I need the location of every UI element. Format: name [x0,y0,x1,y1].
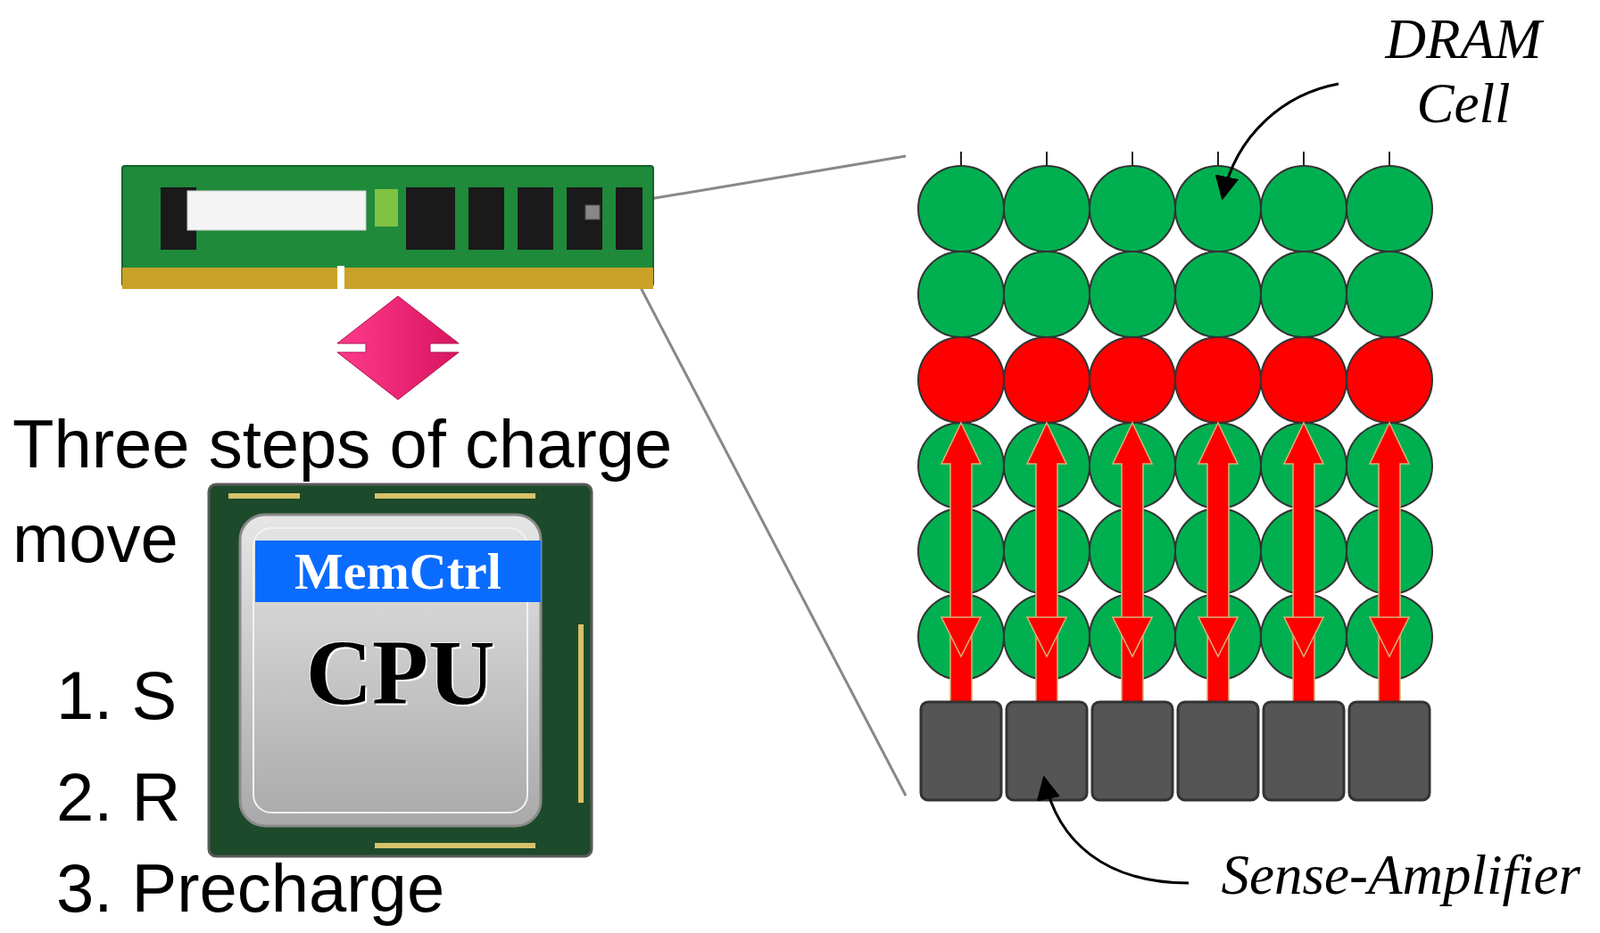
cpu-pads [374,843,536,849]
dram-cell [1089,251,1176,338]
charge-arrowhead [1198,617,1238,657]
sense-amplifier [1177,702,1259,801]
list-item: 1. S [56,662,177,730]
active-cell [1003,337,1090,423]
dram-cell [1346,251,1433,338]
charge-arrowhead [1284,617,1324,657]
dram-cell [1260,165,1347,252]
sense-amplifier [1092,702,1173,801]
active-cell [1089,337,1176,423]
charge-arrow [1112,422,1153,703]
charge-arrow [1198,422,1238,703]
cpu-pads [228,493,300,499]
module-sticker [187,190,366,231]
memory-chip [468,187,505,250]
cpu-pads [578,624,584,804]
dram-cell [1175,251,1261,338]
wire-tick [1045,151,1048,166]
wire-tick [1131,151,1134,166]
cpu-pads [374,493,536,499]
list-item: 2. R [56,763,181,832]
dram-cell [918,165,1004,252]
zoom-line [602,214,906,796]
charge-arrow [1027,422,1067,703]
charge-arrowhead [941,617,981,657]
wire-tick [1217,151,1219,166]
memctrl-band: MemCtrl [255,540,541,603]
callout-label: Sense-Amplifier [1221,847,1581,904]
list-item: 3. Precharge [56,854,445,923]
dram-cell [1175,165,1261,252]
memory-chip [615,187,643,250]
memory-chip [566,187,603,250]
gold-contacts [122,267,654,290]
module-badge [374,189,398,227]
charge-arrow [1369,422,1410,703]
dram-cell [1003,165,1090,252]
charge-arrowhead [1027,617,1067,657]
active-cell [1175,337,1261,423]
double-arrow [337,296,459,400]
callout-label: DRAM Cell [1356,7,1571,137]
sense-amplifier [920,702,1002,801]
active-cell [1346,337,1433,423]
wire-tick [1388,151,1391,166]
slide-text: move [12,505,179,573]
charge-arrowhead [1112,617,1153,657]
cpu-chip [208,484,592,857]
sense-amplifier [1263,702,1344,801]
node-text: MemCtrl [294,546,502,598]
cpu-chip: CPU MemCtrl [208,484,592,857]
slide-text: Three steps of charge [12,410,672,479]
charge-arrow [1284,422,1324,703]
charge-arrow [941,422,981,703]
wire-tick [960,151,962,166]
active-cell [1260,337,1347,423]
active-cell [918,337,1004,423]
zoom-spot [585,205,600,220]
dram-cell [1089,165,1176,252]
leader-line [1222,83,1339,199]
node-text: CPU [208,627,592,720]
cell-array [918,151,1433,801]
dram-cell [1260,251,1347,338]
module-notch [337,265,345,291]
memory-chip [517,187,554,250]
charge-arrowhead [1369,617,1410,657]
dram-cell [1346,165,1433,252]
dram-module [122,165,654,291]
leader-line [1044,778,1189,884]
wire-tick [1302,151,1305,166]
dram-cell [918,251,1004,338]
sense-amplifier [1349,702,1430,801]
cpu-pcb [208,484,592,857]
dram-cell [1003,251,1090,338]
memory-chip [406,187,456,250]
